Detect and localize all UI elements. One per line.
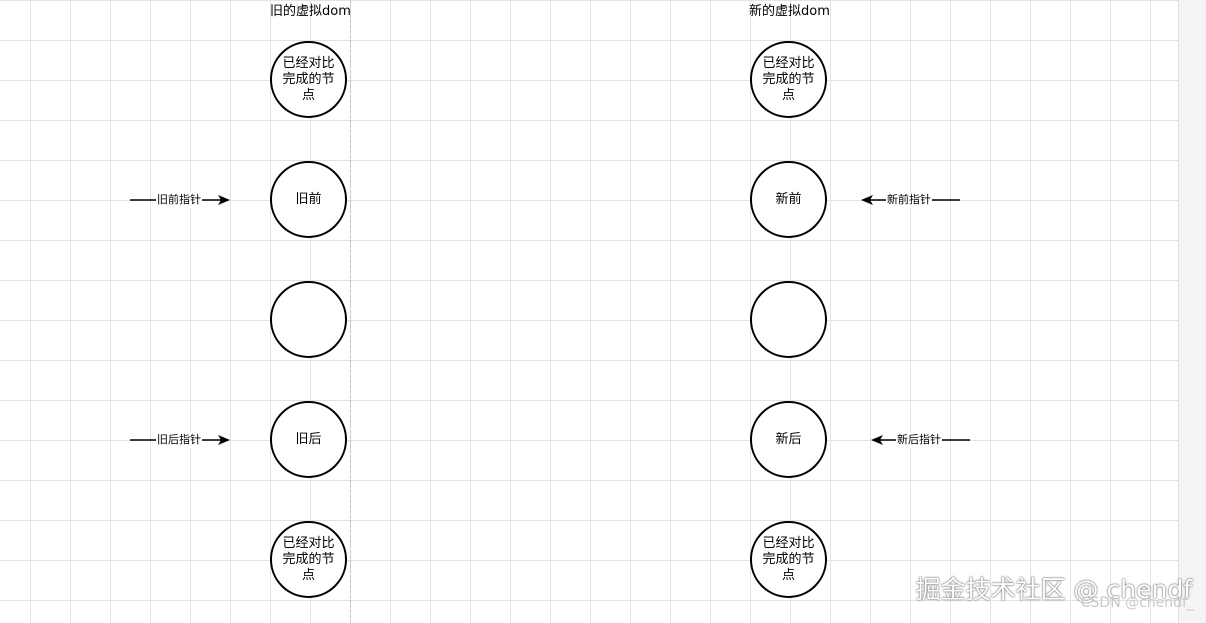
new-node-compared-top[interactable]: 已经对比完成的节点 — [750, 41, 827, 118]
pointer-label: 旧前指针 — [156, 192, 202, 208]
old-node-compared-top[interactable]: 已经对比完成的节点 — [270, 41, 347, 118]
new-node-middle[interactable] — [750, 281, 827, 358]
node-label: 已经对比完成的节点 — [762, 55, 815, 103]
old-start-pointer[interactable]: 旧前指针 — [130, 192, 232, 208]
pointer-label: 旧后指针 — [156, 432, 202, 448]
canvas-scrollbar-strip[interactable] — [1178, 0, 1206, 623]
new-vdom-title: 新的虚拟dom — [749, 4, 830, 19]
node-label: 旧后 — [295, 431, 322, 447]
new-start-pointer[interactable]: 新前指针 — [859, 192, 961, 208]
node-label: 已经对比完成的节点 — [282, 535, 335, 583]
node-label: 已经对比完成的节点 — [282, 55, 335, 103]
old-end-pointer[interactable]: 旧后指针 — [130, 432, 232, 448]
csdn-watermark: CSDN @chendf_ — [1080, 595, 1194, 611]
pointer-label: 新后指针 — [896, 432, 942, 448]
pointer-label: 新前指针 — [886, 192, 932, 208]
node-label: 新后 — [775, 431, 802, 447]
juejin-watermark: 掘金技术社区 @ chendf — [915, 575, 1192, 604]
diagram-canvas — [0, 0, 1178, 623]
new-node-end[interactable]: 新后 — [750, 401, 827, 478]
old-node-middle[interactable] — [270, 281, 347, 358]
node-label: 已经对比完成的节点 — [762, 535, 815, 583]
new-end-pointer[interactable]: 新后指针 — [869, 432, 971, 448]
old-vdom-title: 旧的虚拟dom — [270, 4, 351, 19]
old-node-end[interactable]: 旧后 — [270, 401, 347, 478]
old-node-compared-bottom[interactable]: 已经对比完成的节点 — [270, 521, 347, 598]
new-node-start[interactable]: 新前 — [750, 161, 827, 238]
old-node-start[interactable]: 旧前 — [270, 161, 347, 238]
new-node-compared-bottom[interactable]: 已经对比完成的节点 — [750, 521, 827, 598]
node-label: 新前 — [775, 191, 802, 207]
alignment-guide — [350, 0, 351, 623]
node-label: 旧前 — [295, 191, 322, 207]
